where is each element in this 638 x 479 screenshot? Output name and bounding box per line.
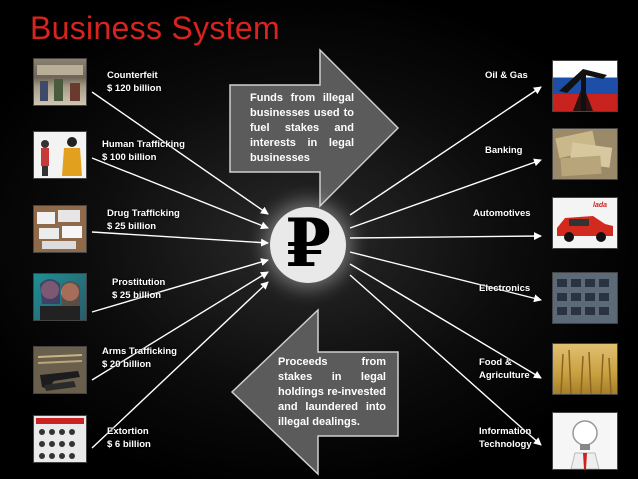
right-item-line1: Electronics xyxy=(479,283,531,294)
drug-packages-icon xyxy=(33,205,87,253)
extortion-mugshots-icon xyxy=(33,415,87,463)
right-label-food-agriculture: Food & Agriculture xyxy=(479,356,530,382)
wheat-field-icon xyxy=(552,343,618,395)
left-item-value: $ 25 billion xyxy=(107,221,157,232)
oil-pump-russian-flag-icon xyxy=(552,60,618,112)
right-item-line1: Automotives xyxy=(473,208,531,219)
arrow-counterfeit xyxy=(91,91,269,215)
left-item-name: Counterfeit xyxy=(107,70,158,81)
banknotes-icon xyxy=(552,128,618,180)
prostitution-icon xyxy=(33,273,87,321)
arrow-human-trafficking xyxy=(91,157,269,230)
circuit-board-icon xyxy=(552,272,618,324)
left-item-value: $ 20 billion xyxy=(102,359,152,370)
right-label-electronics: Electronics xyxy=(479,282,530,295)
counterfeit-goods-icon xyxy=(33,58,87,106)
left-item-name: Human Trafficking xyxy=(102,139,185,150)
lightbulb-head-icon xyxy=(552,412,618,470)
left-item-value: $ 25 billion xyxy=(112,290,162,301)
arrow-arms-trafficking xyxy=(91,271,269,381)
left-label-drug-trafficking: Drug Trafficking $ 25 billion xyxy=(107,207,180,233)
left-item-name: Prostitution xyxy=(112,277,166,288)
right-item-line1: Food & xyxy=(479,357,512,368)
right-label-automotives: Automotives xyxy=(473,207,531,220)
top-callout-text: Funds from illegal businesses used to fu… xyxy=(250,92,354,164)
arrow-information-technology xyxy=(349,274,542,446)
arrow-automotives xyxy=(349,232,542,241)
left-item-name: Arms Trafficking xyxy=(102,346,177,357)
right-item-line2: Technology xyxy=(479,439,532,450)
slide-title: Business System xyxy=(30,10,280,46)
arrow-extortion xyxy=(91,281,269,449)
weapons-icon xyxy=(33,346,87,394)
lada-car-icon: lada xyxy=(552,197,618,249)
right-item-line1: Information xyxy=(479,426,532,437)
bottom-callout-text: Proceeds from stakes in legal holdings r… xyxy=(278,356,386,428)
left-item-value: $ 6 billion xyxy=(107,439,151,450)
top-flow-arrow xyxy=(229,48,400,208)
right-label-information-technology: Information Technology xyxy=(479,425,532,451)
rouble-symbol: ₽ xyxy=(270,207,346,283)
right-item-line2: Agriculture xyxy=(479,370,530,381)
right-label-banking: Banking xyxy=(485,144,522,157)
left-item-name: Drug Trafficking xyxy=(107,208,180,219)
left-item-name: Extortion xyxy=(107,426,149,437)
left-item-value: $ 100 billion xyxy=(102,152,157,163)
arrow-oil-gas xyxy=(349,86,542,216)
arrow-electronics xyxy=(349,251,542,303)
left-label-prostitution: Prostitution $ 25 billion xyxy=(112,276,165,302)
left-item-value: $ 120 billion xyxy=(107,83,162,94)
arrow-prostitution xyxy=(91,258,269,313)
arrow-food-agriculture xyxy=(349,263,542,379)
bottom-flow-arrow xyxy=(230,308,399,476)
right-label-oil-gas: Oil & Gas xyxy=(485,69,528,82)
rouble-icon: ₽ xyxy=(285,204,331,282)
left-label-human-trafficking: Human Trafficking $ 100 billion xyxy=(102,138,185,164)
left-label-arms-trafficking: Arms Trafficking $ 20 billion xyxy=(102,345,177,371)
svg-text:lada: lada xyxy=(593,202,607,209)
left-label-counterfeit: Counterfeit $ 120 billion xyxy=(107,69,161,95)
right-item-line1: Oil & Gas xyxy=(485,70,528,81)
left-label-extortion: Extortion $ 6 billion xyxy=(107,425,151,451)
arrow-drug-trafficking xyxy=(91,231,269,247)
right-item-line1: Banking xyxy=(485,145,523,156)
human-trafficking-icon xyxy=(33,131,87,179)
arrow-banking xyxy=(349,158,542,229)
